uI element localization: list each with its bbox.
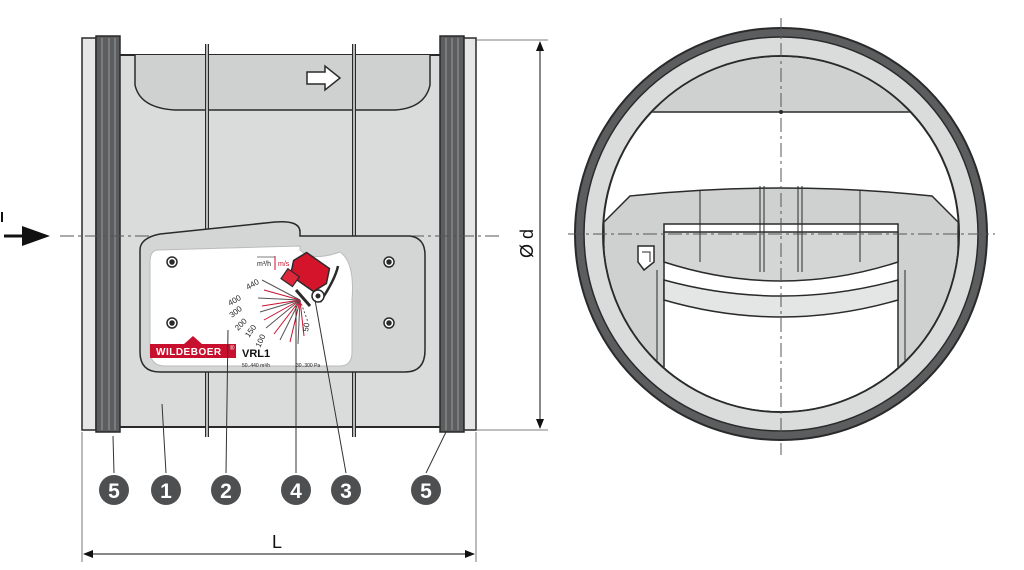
inner-hood <box>134 55 431 111</box>
gasket-right <box>439 35 477 433</box>
callout-markers: 5 1 2 4 3 5 <box>99 475 441 505</box>
dimension-length-label: L <box>272 532 282 552</box>
svg-text:WILDEBOER: WILDEBOER <box>156 347 222 358</box>
callout-5: 3 <box>340 480 352 503</box>
dimension-diameter: Ø d <box>476 39 548 431</box>
hollow-arrow-icon <box>306 64 342 92</box>
unit-flow: m³/h <box>257 261 271 268</box>
callout-6: 5 <box>420 480 432 503</box>
side-view: 440 400 300 200 150 100 50 m³/h m/s WILD… <box>1 35 548 562</box>
leader-lines <box>112 299 447 474</box>
unit-velocity: m/s <box>278 261 290 268</box>
svg-text:®: ® <box>230 345 235 352</box>
screw-heads <box>166 256 395 329</box>
front-view <box>568 18 995 455</box>
callout-4: 4 <box>290 480 302 503</box>
dimension-length: L <box>81 432 477 562</box>
actuator <box>280 251 342 307</box>
brand-logo: WILDEBOER ® <box>150 336 236 358</box>
scale-label-50: 50 <box>301 321 312 332</box>
dimension-diameter-label: Ø d <box>517 229 537 258</box>
pressure-range: 30..300 Pa <box>296 363 320 369</box>
model-name: VRL1 <box>242 348 270 360</box>
flow-range: 50..440 m³/h <box>242 363 270 369</box>
callout-1: 5 <box>108 480 120 503</box>
callout-3: 2 <box>220 480 232 503</box>
flow-scale-lines <box>257 279 309 345</box>
gasket-left <box>81 35 121 433</box>
arrow-right-icon <box>1 212 50 246</box>
callout-2: 1 <box>160 480 172 503</box>
